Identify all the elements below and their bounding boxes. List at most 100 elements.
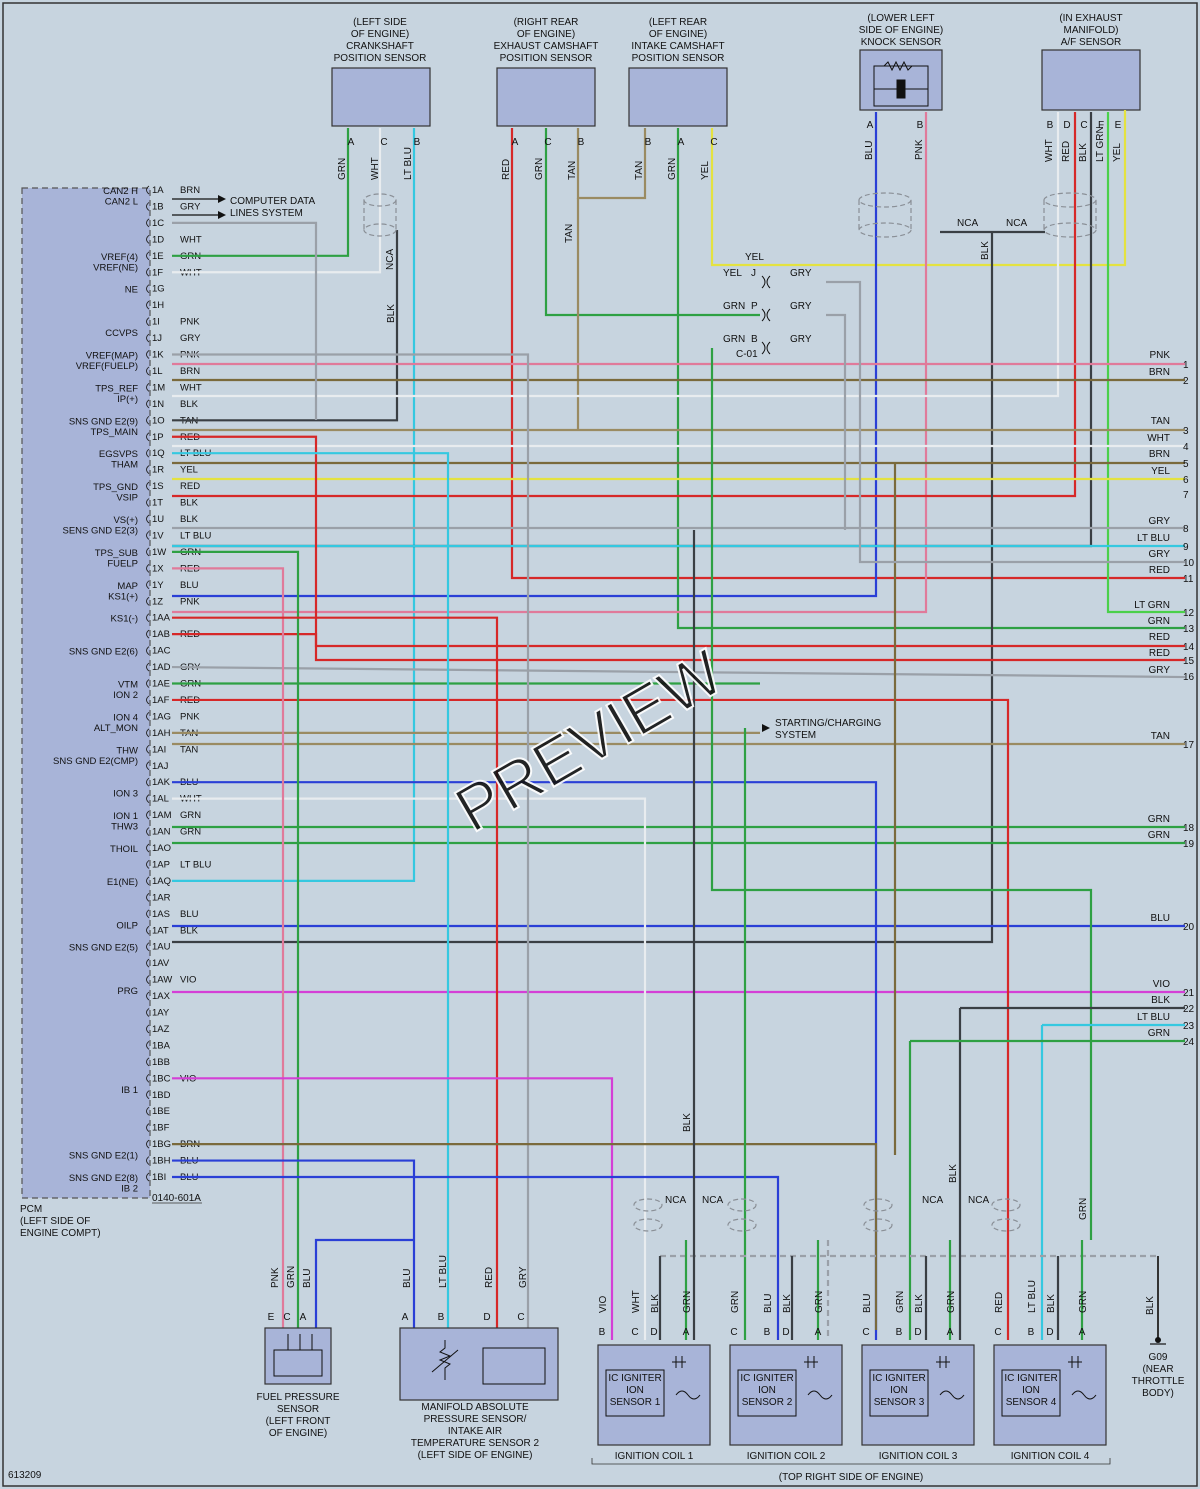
pcm-pin-number: 1AB [152, 629, 170, 640]
pin-mark [146, 563, 150, 573]
pcm-pin-label: TPS_SUB [95, 548, 138, 559]
pcm-pin-number: 1AE [152, 679, 170, 690]
af-title: (IN EXHAUST [1059, 13, 1122, 24]
pcm-pin-number: 1G [152, 284, 165, 295]
coil-symbol [672, 1356, 701, 1400]
right-wire-color: WHT [1147, 433, 1170, 444]
fuel-sensor-caption: FUEL PRESSURE SENSOR (LEFT FRONT OF ENGI… [257, 1392, 340, 1439]
pin-mark [146, 975, 150, 984]
pcm-pin-color: BRN [180, 366, 200, 377]
fuel-caption: FUEL PRESSURE [257, 1392, 340, 1403]
connector-pin-letter: B [438, 1312, 445, 1323]
connector-pin-letter: A [867, 120, 874, 131]
coil-name: IGNITION COIL 3 [879, 1451, 958, 1462]
pcm-pin-label: VREF(FUELP) [76, 361, 138, 372]
igniter-label: ION [626, 1385, 644, 1396]
wire [172, 128, 350, 257]
wire-color-label: BLK [650, 1294, 661, 1313]
pcm-pin-color: BLU [180, 909, 199, 920]
right-output-number: 8 [1183, 524, 1189, 535]
nca-label: NCA [665, 1195, 686, 1206]
wire-network [171, 110, 1186, 1340]
coil-symbol [936, 1356, 965, 1400]
wire [172, 616, 499, 1340]
right-wire-color: BRN [1149, 449, 1170, 460]
diagram-id: 613209 [8, 1470, 42, 1481]
igniter-label: SENSOR 3 [874, 1397, 925, 1408]
right-wire-color: TAN [1151, 416, 1170, 427]
connector-pin-letter: B [764, 1327, 771, 1338]
right-output-number: 11 [1183, 574, 1194, 585]
pcm-pin: 1BF [146, 1123, 170, 1134]
exhaust-cam-title: POSITION SENSOR [500, 53, 593, 64]
wire [172, 452, 450, 1340]
pcm-pin-label: E1(NE) [107, 877, 138, 888]
pin-mark [146, 498, 150, 507]
intake-cam-title: INTAKE CAMSHAFT [631, 41, 724, 52]
pcm-pin-number: 1AO [152, 843, 171, 854]
wire-color-label: GRN [534, 158, 545, 180]
af-sensor [1041, 49, 1141, 111]
fuel-caption: SENSOR [277, 1404, 319, 1415]
c01-id: C-01 [736, 349, 758, 360]
pin-mark [146, 415, 150, 425]
right-wire-color: LT GRN [1134, 600, 1170, 611]
wire [658, 1256, 1060, 1340]
wire-color-label: YEL [1112, 143, 1123, 162]
pcm-pin-label: PRG [117, 986, 138, 997]
wire-color-label: BLK [1046, 1294, 1057, 1313]
pin-mark [146, 481, 150, 491]
c01-row-right: GRY [790, 301, 812, 312]
igniter-label: ION [758, 1385, 776, 1396]
c01-row-right: GRY [790, 334, 812, 345]
pin-mark [146, 991, 150, 1001]
pcm-pin-color: BLK [180, 399, 199, 410]
wire-color-label: WHT [1044, 139, 1055, 162]
pcm-pin-label: NE [125, 285, 138, 296]
pcm-caption-line: ENGINE COMPT) [20, 1228, 101, 1239]
wire [314, 1238, 414, 1330]
pcm-pin-label: ION 1 [113, 811, 138, 822]
pcm-pin-color: BLU [180, 580, 199, 591]
pcm-pin-label: FUELP [107, 558, 138, 569]
right-wire-color: BLK [1151, 995, 1170, 1006]
pcm-pin-label: OILP [116, 920, 138, 931]
pcm-pin-label: THOIL [110, 844, 138, 855]
pcm-pin-number: 1BB [152, 1057, 170, 1068]
wire [172, 567, 285, 1330]
wire-color-label: BLK [1078, 143, 1089, 162]
pcm-pin-color: BLK [180, 498, 199, 509]
wire [172, 1143, 878, 1330]
pcm-pin-number: 1F [152, 267, 163, 278]
pin-mark [146, 448, 150, 458]
coil-symbol [804, 1356, 833, 1400]
pcm-box [21, 187, 151, 1199]
wire-color-label: GRY [518, 1266, 529, 1288]
wire-color-label: RED [484, 1267, 495, 1288]
pcm-pin-number: 1BH [152, 1156, 171, 1167]
starting-label: STARTING/CHARGING [775, 718, 882, 729]
connector-pin-letter: B [1028, 1327, 1035, 1338]
right-wire-color: LT BLU [1137, 1012, 1170, 1023]
pcm-pin-number: 1AQ [152, 876, 171, 887]
connector-pin-letter: E [1115, 120, 1122, 131]
wire [172, 230, 399, 422]
wire-color-label: BLU [862, 1294, 873, 1313]
coil-name: IGNITION COIL 2 [747, 1451, 826, 1462]
pcm-pin-color: GRN [180, 827, 201, 838]
map-caption: INTAKE AIR [448, 1426, 502, 1437]
nca-labels: NCA NCA NCA NCA NCA NCA NCA [385, 218, 1027, 1206]
wire [826, 280, 1185, 564]
pin-mark [146, 333, 150, 343]
wire-color-label: BLU [864, 141, 875, 160]
